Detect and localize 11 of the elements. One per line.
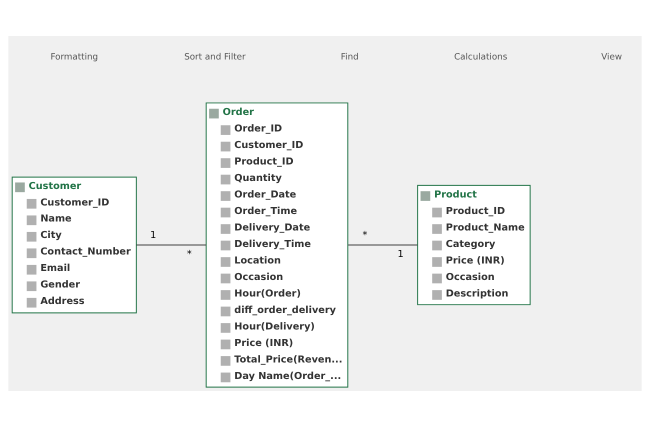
label: Formatting	[50, 52, 98, 62]
label: Find	[340, 52, 359, 62]
label: *	[186, 249, 192, 260]
label: Calculations	[454, 52, 508, 62]
label: 1	[398, 249, 404, 260]
label: 1	[150, 230, 156, 241]
connector	[348, 244, 418, 246]
connector	[136, 244, 207, 246]
label: *	[362, 230, 368, 241]
label: Sort and Filter	[184, 52, 246, 62]
label: View	[601, 52, 622, 62]
